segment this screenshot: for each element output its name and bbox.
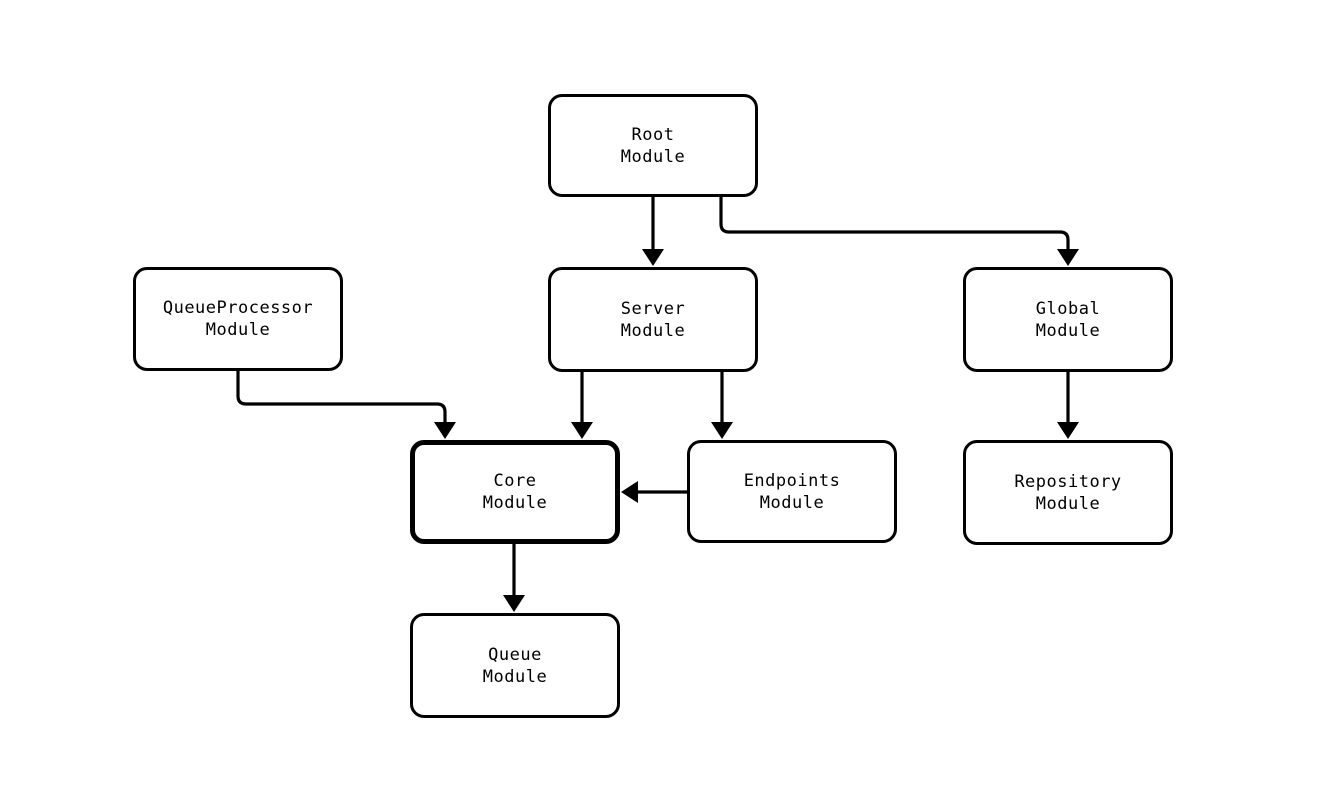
node-server-module[interactable]: Server Module xyxy=(548,267,758,372)
node-server-module-label-line2: Module xyxy=(620,320,686,341)
node-core-module-label-line1: Core xyxy=(493,471,537,491)
node-core-module[interactable]: Core Module xyxy=(410,440,620,544)
node-repository-module-label-line1: Repository xyxy=(1014,471,1122,492)
node-queueprocessor-module[interactable]: QueueProcessor Module xyxy=(133,267,343,371)
node-endpoints-module-label-line1: Endpoints xyxy=(743,470,841,491)
edge-global-to-repository xyxy=(1057,372,1079,439)
node-queue-module-label-line2: Module xyxy=(482,666,548,687)
arrowhead xyxy=(642,249,664,266)
edge-server-to-core xyxy=(571,372,593,439)
edge-root-to-server xyxy=(642,197,664,266)
edge-root-to-global xyxy=(719,197,1079,266)
node-queueprocessor-module-label-line1: QueueProcessor xyxy=(162,298,314,318)
node-queue-module-label-line1: Queue xyxy=(488,644,542,665)
node-global-module[interactable]: Global Module xyxy=(963,267,1173,372)
arrowhead xyxy=(571,422,593,439)
node-repository-module[interactable]: Repository Module xyxy=(963,440,1173,545)
arrowhead xyxy=(1057,249,1079,266)
node-root-module[interactable]: Root Module xyxy=(548,94,758,197)
edge-core-to-queue xyxy=(503,544,525,612)
node-global-module-label-line1: Global xyxy=(1035,298,1101,319)
arrowhead xyxy=(1057,422,1079,439)
node-global-module-label-line2: Module xyxy=(1035,320,1101,341)
arrowhead xyxy=(711,422,733,439)
arrowhead xyxy=(621,481,638,503)
node-repository-module-label-line2: Module xyxy=(1035,493,1101,514)
arrowhead xyxy=(503,595,525,612)
arrowhead xyxy=(434,422,456,439)
node-core-module-label-line2: Module xyxy=(482,493,548,513)
node-server-module-label-line1: Server xyxy=(620,298,686,319)
node-endpoints-module[interactable]: Endpoints Module xyxy=(687,440,897,543)
edge-server-to-endpoints xyxy=(711,372,733,439)
node-root-module-label-line2: Module xyxy=(620,146,686,167)
node-queueprocessor-module-label-line2: Module xyxy=(205,320,271,340)
node-endpoints-module-label-line2: Module xyxy=(759,492,825,513)
node-root-module-label-line1: Root xyxy=(631,124,675,145)
node-queue-module[interactable]: Queue Module xyxy=(410,613,620,718)
edge-queueprocessor-to-core xyxy=(236,371,456,439)
edge-endpoints-to-core xyxy=(621,481,687,503)
